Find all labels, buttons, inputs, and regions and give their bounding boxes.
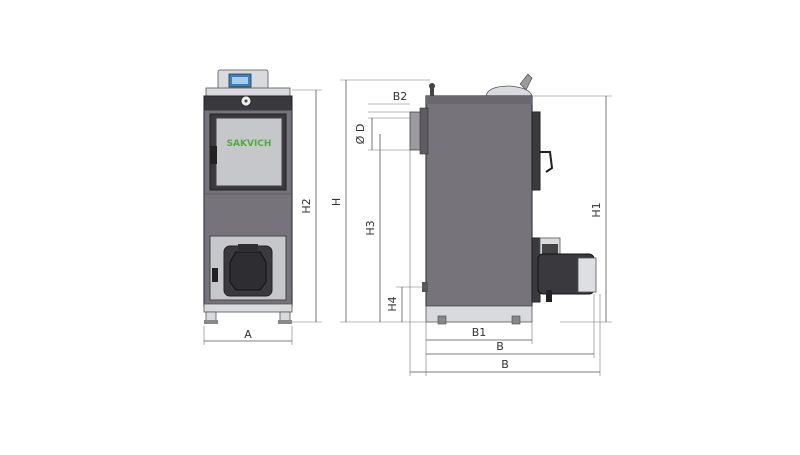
dim-b2-label: B2 <box>393 90 408 103</box>
upper-door-handle <box>210 146 217 164</box>
valve-knob <box>429 83 435 89</box>
safety-valve <box>430 86 434 96</box>
upper-door <box>215 117 283 187</box>
lower-door-handle <box>212 268 218 282</box>
side-foot-left <box>437 315 447 325</box>
dim-h2-label: H2 <box>300 198 313 213</box>
dim-b-label-2: B <box>501 358 509 371</box>
burner-fan-cover <box>577 257 597 293</box>
right-foot <box>278 320 292 324</box>
dim-a-label: A <box>244 328 252 341</box>
dim-d-label: Ø D <box>354 124 367 145</box>
burner-port-top <box>238 244 258 252</box>
controller-screen <box>232 77 248 84</box>
flue-collar <box>419 107 429 155</box>
dim-h-label: H <box>330 198 343 206</box>
side-base <box>425 305 533 323</box>
side-foot-right <box>511 315 521 325</box>
upper-door-profile <box>531 111 541 191</box>
lid-handle <box>519 73 533 91</box>
side-top-band <box>426 96 532 104</box>
top-lid <box>485 85 533 97</box>
burner-port <box>229 251 267 291</box>
dim-h4-label: H4 <box>386 296 399 311</box>
brand-logo: SAKVICH <box>227 139 272 149</box>
side-view: B2 Ø D H H3 H4 H1 B1 B <box>330 73 612 376</box>
side-body <box>425 95 533 307</box>
dim-h1-label: H1 <box>590 202 603 217</box>
base-frame <box>203 303 293 313</box>
front-view: SAKVICH A H2 <box>203 69 322 345</box>
burner-neck-band <box>542 244 558 254</box>
side-door-handle <box>540 151 554 173</box>
dim-b-label-1: B <box>496 340 504 353</box>
dim-b1-label: B1 <box>472 326 487 339</box>
gauge-center <box>244 99 248 103</box>
left-foot <box>204 320 218 324</box>
dim-h3-label: H3 <box>364 220 377 235</box>
burner-support <box>546 290 552 302</box>
